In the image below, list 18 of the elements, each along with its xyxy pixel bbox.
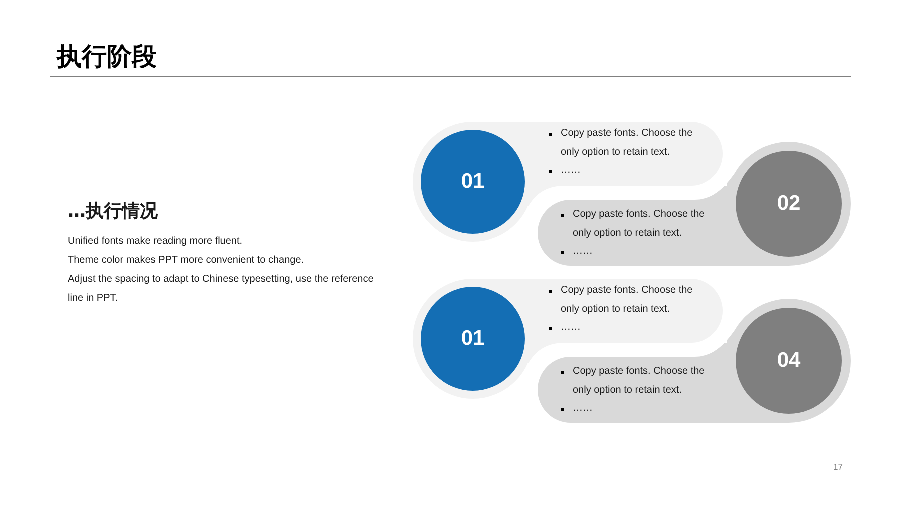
bullet-text: Copy paste fonts. Choose the only option to retain text. <box>573 365 706 398</box>
body-text: Unified fonts make reading more fluent. <box>68 235 244 249</box>
bullet-text: Copy paste fonts. Choose the only option to retain text. <box>573 208 706 240</box>
step-number: 01 <box>461 170 485 194</box>
bullet-text: Copy paste fonts. Choose the only option to retain text. <box>561 127 694 160</box>
bullet-text: …… <box>561 164 582 178</box>
body-text: Adjust the spacing to adapt to Chinese typesetting, use the reference line in PPT. <box>68 273 375 306</box>
page-title: 执行阶段 <box>57 41 157 73</box>
body-text: Theme color makes PPT more convenient to change. <box>68 254 306 268</box>
step-number: 02 <box>777 192 801 216</box>
bullet-text: …… <box>573 245 594 259</box>
step-number: 01 <box>461 327 485 351</box>
bullet-text: …… <box>573 402 594 416</box>
step-number: 04 <box>777 349 801 373</box>
page-number: 17 <box>834 461 843 473</box>
bullet-text: Copy paste fonts. Choose the only option to retain text. <box>561 284 694 316</box>
bullet-text: …… <box>561 321 582 335</box>
section-heading: …执行情况 <box>68 200 159 224</box>
